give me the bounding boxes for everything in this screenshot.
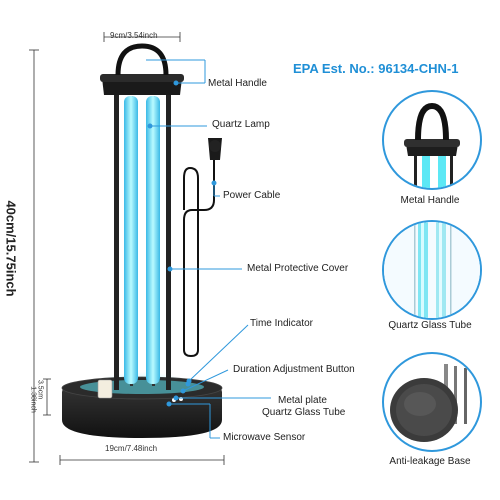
base-closeup-icon (390, 364, 467, 442)
callout-metal-protective-cover: Metal Protective Cover (247, 263, 349, 274)
metal-handle-closeup-icon (404, 102, 460, 188)
base-height-dimension: 3.5cm (36, 379, 44, 400)
callout-microwave-sensor: Microwave Sensor (223, 432, 306, 443)
detail-circle-quartz-tube (382, 220, 482, 320)
detail-label-metal-handle: Metal Handle (400, 195, 460, 206)
callout-time-indicator: Time Indicator (250, 318, 313, 329)
callout-quartz-glass-tube: Quartz Glass Tube (262, 407, 346, 418)
height-dimension: 40cm/15.75inch (3, 200, 19, 297)
detail-circle-base (382, 352, 482, 452)
callout-quartz-lamp: Quartz Lamp (212, 119, 270, 130)
detail-label-base: Anti-leakage Base (389, 456, 471, 467)
callout-duration-adjustment-button: Duration Adjustment Button (233, 364, 355, 375)
detail-label-quartz-tube: Quartz Glass Tube (388, 320, 472, 331)
callout-metal-handle: Metal Handle (208, 78, 267, 89)
base-width-dimension: 19cm/7.48inch (105, 444, 158, 453)
top-width-dimension: 9cm/3.54inch (110, 31, 158, 40)
callout-power-cable: Power Cable (223, 190, 281, 201)
base-height-inch-dimension: 1.38inch (29, 386, 37, 413)
quartz-tube-closeup-icon (384, 222, 480, 318)
detail-circle-metal-handle (382, 90, 482, 190)
callout-metal-plate: Metal plate (278, 395, 327, 406)
epa-number: EPA Est. No.: 96134-CHN-1 (293, 61, 459, 76)
